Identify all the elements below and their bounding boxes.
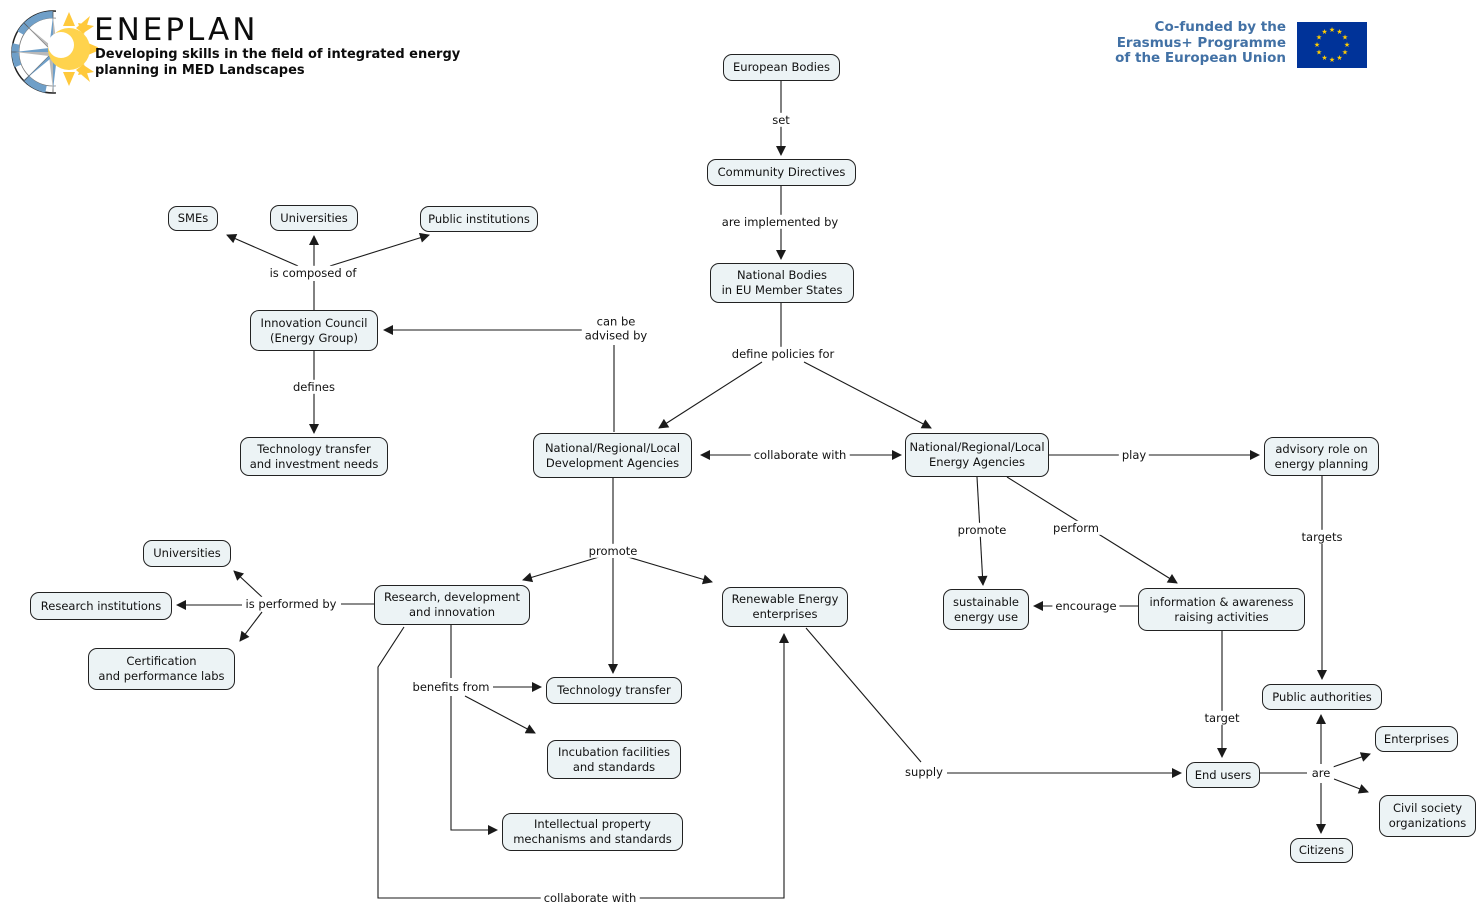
edge-label-play: play <box>1118 447 1150 463</box>
sun-icon <box>48 12 102 86</box>
edge-label-are: are <box>1308 765 1334 781</box>
edge-label-is-performed-by: is performed by <box>242 596 340 612</box>
svg-text:★: ★ <box>1336 28 1342 36</box>
node-technology-transfer-investment: Technology transfer and investment needs <box>240 437 388 476</box>
node-research-institutions: Research institutions <box>30 592 172 620</box>
svg-text:★: ★ <box>1329 56 1335 64</box>
node-end-users: End users <box>1186 762 1260 788</box>
node-enterprises: Enterprises <box>1375 726 1458 752</box>
node-community-directives: Community Directives <box>707 159 856 186</box>
node-european-bodies: European Bodies <box>723 54 840 81</box>
node-research-development: Research, development and innovation <box>374 585 530 625</box>
node-energy-agencies: National/Regional/Local Energy Agencies <box>905 433 1049 477</box>
brand-tagline: Developing skills in the field of integr… <box>95 47 461 78</box>
edge-label-collaborate-with-mid: collaborate with <box>750 447 850 463</box>
node-advisory-role: advisory role on energy planning <box>1264 437 1379 476</box>
svg-text:★: ★ <box>1316 34 1322 42</box>
svg-text:★: ★ <box>1342 34 1348 42</box>
edge-label-define-policies-for: define policies for <box>728 346 838 362</box>
node-information-awareness: information & awareness raising activiti… <box>1138 588 1305 631</box>
edge-label-targets: targets <box>1298 529 1346 545</box>
edge-label-can-be-advised-by: can be advised by <box>581 314 651 344</box>
eu-flag-icon: ★★★ ★★★ ★★★ ★★★ <box>1297 22 1367 68</box>
node-universities-top: Universities <box>270 205 358 231</box>
node-national-bodies: National Bodies in EU Member States <box>710 263 854 303</box>
node-smes: SMEs <box>168 206 218 231</box>
node-renewable-enterprises: Renewable Energy enterprises <box>722 587 848 627</box>
svg-text:★: ★ <box>1314 41 1320 49</box>
edge-label-perform: perform <box>1050 520 1102 536</box>
edge-label-target: target <box>1201 710 1243 726</box>
edge-label-is-composed-of: is composed of <box>266 265 360 281</box>
node-public-authorities: Public authorities <box>1262 684 1382 710</box>
node-citizens: Citizens <box>1290 838 1353 863</box>
node-intellectual-property: Intellectual property mechanisms and sta… <box>502 813 683 851</box>
node-public-institutions: Public institutions <box>420 206 538 232</box>
svg-text:★: ★ <box>1344 41 1350 49</box>
svg-text:★: ★ <box>1336 54 1342 62</box>
edge-label-are-implemented-by: are implemented by <box>718 214 842 230</box>
node-incubation-facilities: Incubation facilities and standards <box>547 740 681 779</box>
edge-label-defines: defines <box>290 379 338 395</box>
svg-text:★: ★ <box>1342 49 1348 57</box>
svg-text:★: ★ <box>1329 26 1335 34</box>
edge-label-collaborate-with-bottom: collaborate with <box>540 890 640 906</box>
node-sustainable-energy: sustainable energy use <box>943 589 1029 630</box>
svg-text:★: ★ <box>1321 54 1327 62</box>
node-development-agencies: National/Regional/Local Development Agen… <box>533 433 692 478</box>
node-certification-labs: Certification and performance labs <box>88 648 235 690</box>
node-universities-mid: Universities <box>143 540 231 567</box>
svg-text:★: ★ <box>1316 49 1322 57</box>
eneplan-logo-icon <box>6 4 102 96</box>
node-technology-transfer: Technology transfer <box>546 677 682 704</box>
edge-label-set: set <box>769 112 793 128</box>
edge-label-promote-right: promote <box>954 522 1010 538</box>
edge-label-encourage: encourage <box>1052 598 1120 614</box>
edge-label-promote-left: promote <box>585 543 641 559</box>
node-civil-society: Civil society organizations <box>1379 795 1476 837</box>
brand-title: ENEPLAN <box>94 12 259 48</box>
edge-label-supply: supply <box>902 764 946 780</box>
eu-funding-text: Co-funded by the Erasmus+ Programme of t… <box>1115 19 1286 66</box>
edge-label-benefits-from: benefits from <box>409 679 493 695</box>
node-innovation-council: Innovation Council (Energy Group) <box>250 310 378 351</box>
svg-text:★: ★ <box>1321 28 1327 36</box>
